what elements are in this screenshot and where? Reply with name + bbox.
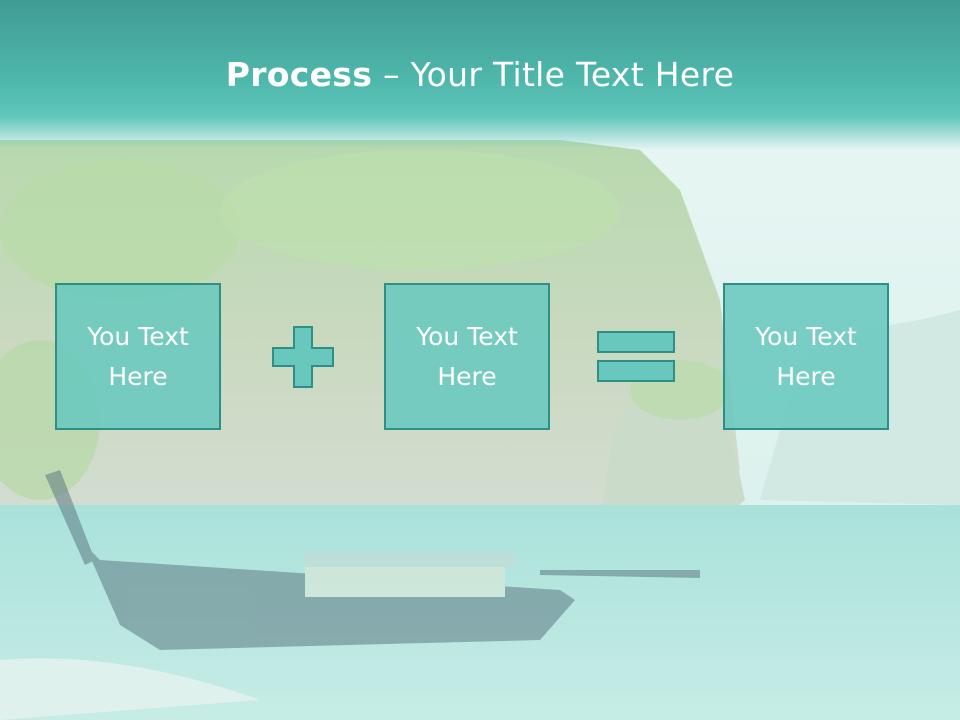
- process-box-2[interactable]: You Text Here: [384, 283, 550, 430]
- longtail-boat: [45, 470, 700, 650]
- title-rest: Your Title Text Here: [410, 55, 735, 94]
- title-bold: Process: [225, 55, 373, 94]
- title-separator: –: [372, 55, 411, 94]
- header-band: [0, 0, 960, 150]
- process-box-1[interactable]: You Text Here: [55, 283, 221, 430]
- slide-title: Process – Your Title Text Here: [0, 52, 960, 98]
- box-3-text: You Text Here: [755, 321, 857, 391]
- equals-icon: [597, 331, 675, 382]
- process-box-3[interactable]: You Text Here: [723, 283, 889, 430]
- box-1-text: You Text Here: [87, 321, 189, 391]
- plus-icon: [272, 326, 334, 388]
- box-2-text: You Text Here: [416, 321, 518, 391]
